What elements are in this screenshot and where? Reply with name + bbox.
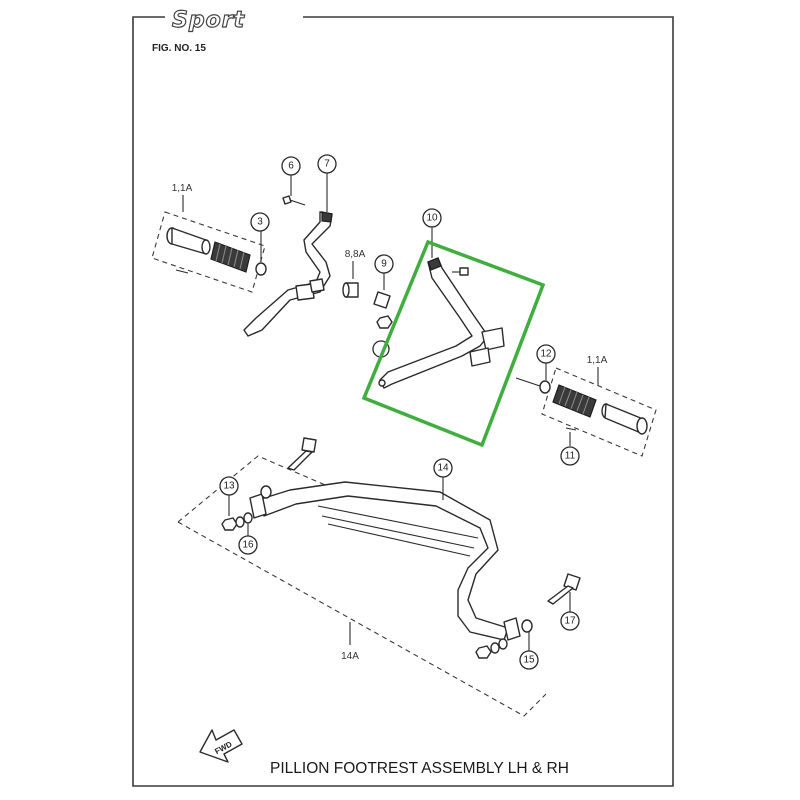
rh-bracket: [378, 257, 505, 389]
svg-text:10: 10: [426, 213, 438, 224]
svg-text:14: 14: [437, 463, 449, 474]
nut-right: [475, 645, 492, 659]
svg-text:16: 16: [242, 540, 254, 551]
svg-text:11: 11: [565, 451, 576, 462]
rh-axis-line: [515, 377, 541, 387]
callout-6: 6: [281, 156, 301, 176]
page-frame: [132, 16, 674, 787]
svg-text:15: 15: [523, 655, 535, 666]
callout-12: 12: [536, 344, 556, 364]
bracket-bolt-top: [287, 437, 317, 471]
bracket-bolt-17: [547, 573, 581, 605]
washer-right-a: [490, 642, 500, 654]
callout-15: 15: [519, 650, 539, 670]
lh-set-outline: [151, 211, 266, 293]
bracket-set-label: 14A: [341, 651, 359, 662]
callout-16: 16: [238, 535, 258, 555]
rh-split-pin: [565, 427, 577, 431]
washer-16a: [235, 516, 245, 528]
lh-split-pin: [175, 269, 189, 274]
rh-bolt: [452, 267, 469, 276]
washer-15: [521, 619, 533, 633]
fwd-arrow-icon: FWD: [199, 729, 243, 763]
lh-pin: [166, 227, 211, 255]
bush-label: 8,8A: [345, 249, 366, 260]
rh-set-label: 1,1A: [587, 355, 608, 366]
diagram-title: PILLION FOOTREST ASSEMBLY LH & RH: [270, 760, 569, 777]
rh-rubber-grip: [552, 384, 597, 418]
callout-10: 10: [422, 208, 442, 228]
brand-logo: Sport: [172, 8, 246, 33]
pillion-bracket: [249, 481, 521, 641]
svg-text:3: 3: [257, 217, 263, 228]
nut: [376, 315, 393, 329]
svg-text:7: 7: [324, 159, 330, 170]
washer-left-top: [260, 485, 272, 499]
svg-text:12: 12: [540, 349, 552, 360]
bush: [342, 282, 359, 298]
washer-right-b: [498, 638, 508, 650]
nut-13: [221, 517, 238, 531]
lh-bolt: [282, 195, 306, 206]
lh-bracket: [243, 211, 333, 337]
callout-3: 3: [250, 212, 270, 232]
lh-washer: [255, 262, 267, 276]
svg-text:13: 13: [223, 481, 235, 492]
lh-rubber-grip: [210, 241, 251, 273]
callout-9: 9: [374, 254, 394, 274]
rh-pin: [601, 403, 648, 435]
pin-9: [373, 291, 391, 309]
callout-7: 7: [317, 154, 337, 174]
highlight-box: [361, 239, 546, 448]
svg-text:17: 17: [564, 616, 576, 627]
figure-number: FIG. NO. 15: [152, 43, 206, 54]
callout-17: 17: [560, 611, 580, 631]
callout-14: 14: [433, 458, 453, 478]
svg-text:9: 9: [381, 259, 387, 270]
rh-washer: [539, 380, 551, 394]
washer-16b: [243, 512, 253, 524]
bracket-set-outline: [177, 455, 547, 717]
lh-set-label: 1,1A: [172, 183, 193, 194]
callout-11: 11: [560, 446, 580, 466]
rh-set-outline: [541, 367, 657, 457]
callout-13: 13: [219, 476, 239, 496]
svg-text:6: 6: [288, 161, 294, 172]
